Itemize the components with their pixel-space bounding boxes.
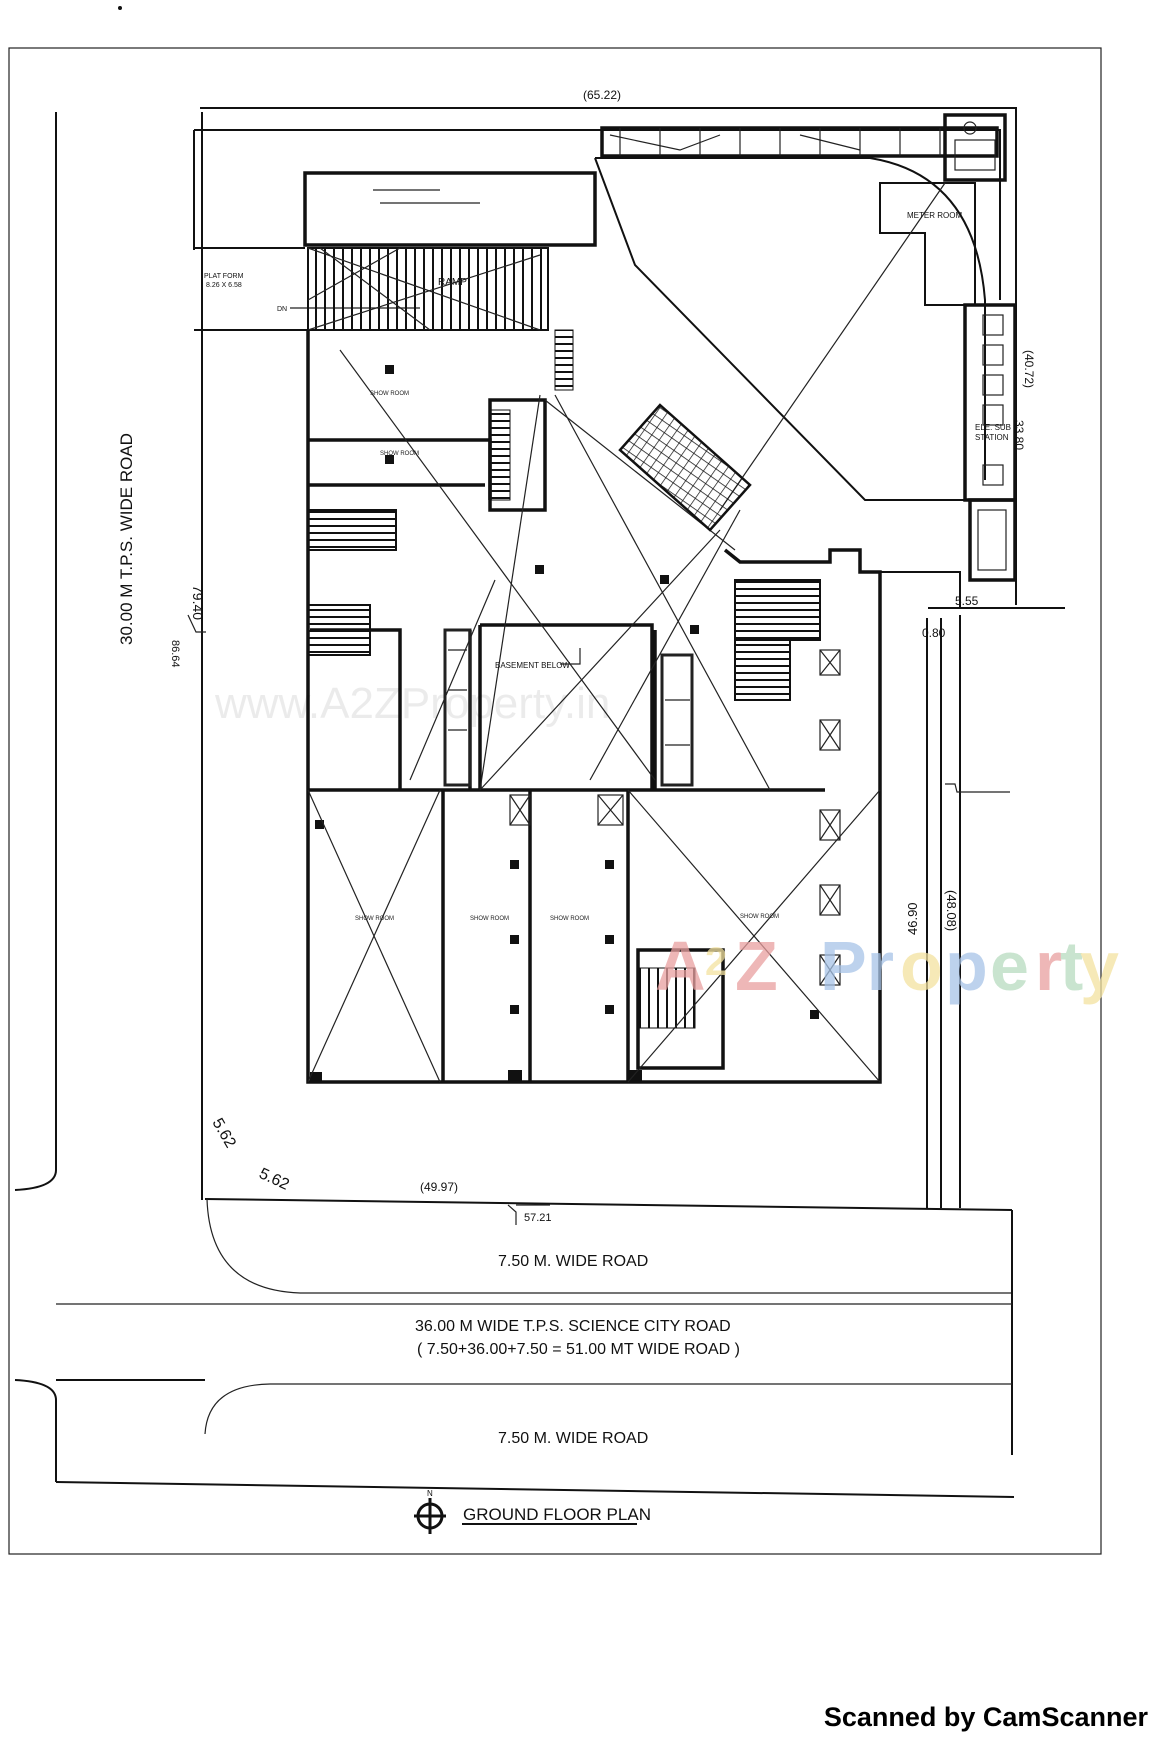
- main-road-note: ( 7.50+36.00+7.50 = 51.00 MT WIDE ROAD ): [417, 1341, 740, 1358]
- scan-dot: [118, 6, 122, 10]
- room-label: SHOW ROOM: [370, 391, 409, 397]
- plan-title: GROUND FLOOR PLAN: [463, 1505, 651, 1524]
- skylight-grid: [618, 403, 752, 532]
- left-road: [14, 112, 203, 1482]
- service-strip: [600, 113, 1007, 182]
- ramp-label: RAMP: [438, 277, 467, 288]
- dim-right-upper-bracket: (40.72): [1022, 350, 1036, 388]
- stair: [489, 409, 511, 501]
- svg-text:t: t: [1060, 927, 1083, 1005]
- substation-label-2: STATION: [975, 433, 1009, 442]
- platform-size: 8.26 X 6.58: [206, 282, 242, 289]
- watermark-site: www.A2ZProperty.in: [214, 679, 610, 728]
- dim-left-inner: 86.64: [169, 640, 181, 668]
- room-label: SHOW ROOM: [380, 451, 419, 457]
- dim-right-upper: 33.80: [1012, 420, 1026, 450]
- stair: [554, 329, 574, 391]
- approach-road: [303, 171, 597, 247]
- stair: [734, 579, 821, 641]
- dim-left: 79.40: [190, 585, 206, 620]
- driveway-curve: [595, 157, 986, 480]
- svg-text:p: p: [945, 927, 988, 1005]
- lift-core: [443, 628, 841, 986]
- down-label: DN: [277, 306, 287, 313]
- stair: [734, 639, 791, 701]
- dim-bottom-bracket: (49.97): [420, 1180, 458, 1194]
- diagonals: [307, 349, 881, 1083]
- substation-label-1: ELE. SUB: [975, 423, 1011, 432]
- basement-label: BASEMENT BELOW: [495, 661, 570, 670]
- camscanner-label: Scanned by CamScanner: [823, 1702, 1148, 1732]
- room-label: SHOW ROOM: [550, 916, 589, 922]
- dim-bottom: 57.21: [524, 1212, 552, 1224]
- svg-text:o: o: [900, 927, 943, 1005]
- svg-text:Pr: Pr: [820, 927, 894, 1005]
- north-label: N: [427, 1489, 433, 1498]
- svg-text:e: e: [990, 927, 1029, 1005]
- room-label: SHOW ROOM: [740, 914, 779, 920]
- service-road-bottom-label: 7.50 M. WIDE ROAD: [498, 1430, 648, 1447]
- watermark-brand: A 2 Z Pr o p e r t y: [655, 927, 1119, 1005]
- stair: [307, 604, 371, 656]
- main-road-label: 36.00 M WIDE T.P.S. SCIENCE CITY ROAD: [415, 1318, 731, 1335]
- dim-corner-a: 5.62: [209, 1116, 239, 1152]
- meter-room: [879, 182, 976, 306]
- room-label: SHOW ROOM: [355, 916, 394, 922]
- svg-text:A: A: [655, 927, 706, 1005]
- dim-top: (65.22): [583, 88, 621, 102]
- sheet-border: [8, 47, 1102, 1555]
- platform-label: PLAT FORM: [204, 273, 244, 280]
- svg-text:y: y: [1080, 927, 1119, 1005]
- service-road-top-label: 7.50 M. WIDE ROAD: [498, 1253, 648, 1270]
- room-label: SHOW ROOM: [470, 916, 509, 922]
- dim-step: 5.55: [955, 594, 979, 608]
- dim-right-lower-bracket: (48.08): [944, 890, 959, 931]
- meter-room-label: METER ROOM: [907, 211, 962, 220]
- columns: [310, 365, 819, 1082]
- dim-marker: [187, 614, 206, 633]
- left-road-label: 30.00 M T.P.S. WIDE ROAD: [117, 433, 136, 645]
- north-arrow-icon: [414, 1498, 446, 1534]
- bottom-roads: [55, 1198, 1015, 1498]
- svg-text:r: r: [1035, 927, 1062, 1005]
- substation: [963, 303, 1017, 582]
- stair: [307, 509, 397, 551]
- dim-right-lower: 46.90: [905, 902, 920, 935]
- dim-strip: 0.80: [922, 626, 946, 640]
- svg-text:2: 2: [705, 940, 727, 984]
- common-plot-edge: [594, 157, 980, 501]
- dim-corner-b: 5.62: [256, 1165, 291, 1194]
- svg-text:Z: Z: [735, 927, 778, 1005]
